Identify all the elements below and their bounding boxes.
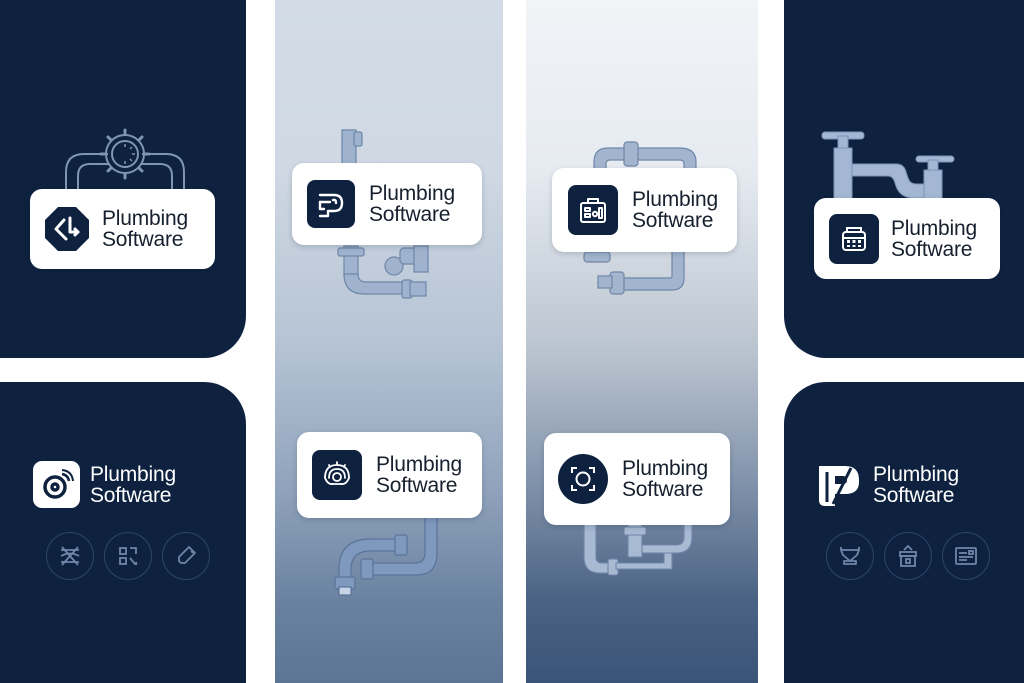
logo-line1: Plumbing: [622, 457, 708, 480]
logo-line1: Plumbing: [90, 462, 176, 486]
logo-5[interactable]: Plumbing Software: [33, 461, 176, 508]
logo-wordmark: Plumbing Software: [622, 458, 708, 500]
gauge-icon: [312, 450, 362, 500]
qr-wrench-icon[interactable]: [104, 532, 152, 580]
drain-trap-illustration-icon: [583, 523, 693, 576]
pipes-cross-icon[interactable]: [46, 532, 94, 580]
logo-line1: Plumbing: [632, 188, 718, 211]
panel-top-left: [0, 0, 246, 358]
wrench-icon[interactable]: [162, 532, 210, 580]
logo-line1: Plumbing: [873, 463, 959, 486]
calendar-icon: [829, 213, 879, 264]
logo-wordmark: Plumbing Software: [90, 464, 176, 506]
logo-line2: Software: [632, 209, 714, 232]
logo-card-2[interactable]: Plumbing Software: [292, 163, 482, 245]
toolbox-icon: [568, 185, 618, 235]
logo-line1: Plumbing: [376, 453, 462, 476]
logo-line1: Plumbing: [102, 207, 188, 230]
feature-icon-row: [46, 532, 210, 580]
logo-card-7[interactable]: Plumbing Software: [544, 433, 730, 525]
logo-line2: Software: [622, 478, 704, 501]
logo-wordmark: Plumbing Software: [376, 454, 462, 496]
logo-line2: Software: [90, 483, 172, 507]
logo-card-3[interactable]: Plumbing Software: [552, 168, 737, 252]
logo-line2: Software: [873, 484, 955, 507]
invoice-icon[interactable]: [942, 532, 990, 580]
logo-card-1[interactable]: Plumbing Software: [30, 189, 215, 269]
faucet-pipes-illustration-icon: [821, 131, 955, 203]
logo-wordmark: Plumbing Software: [102, 208, 188, 250]
focus-ring-icon: [558, 454, 608, 504]
logo-line2: Software: [891, 237, 973, 261]
basket-icon[interactable]: [826, 532, 874, 580]
logo-wordmark: Plumbing Software: [632, 189, 718, 231]
storefront-icon[interactable]: [884, 532, 932, 580]
logo-card-4[interactable]: Plumbing Software: [814, 198, 1000, 279]
signal-ring-icon: [33, 461, 80, 508]
logo-wordmark: Plumbing Software: [873, 464, 959, 506]
logo-wordmark: Plumbing Software: [369, 183, 455, 225]
pipe-p-icon: [307, 180, 355, 228]
gear-pipe-outline-icon: [65, 128, 185, 192]
logo-line1: Plumbing: [891, 216, 977, 240]
elbow-pipes-illustration-icon: [334, 515, 438, 596]
logo-line2: Software: [376, 474, 458, 497]
logo-line1: Plumbing: [369, 182, 455, 205]
logo-line2: Software: [369, 203, 451, 226]
logo-card-6[interactable]: Plumbing Software: [297, 432, 482, 518]
logo-8[interactable]: Plumbing Software: [815, 462, 959, 508]
feature-icon-row: [826, 532, 990, 580]
p-monogram-icon: [819, 466, 859, 506]
logo-wordmark: Plumbing Software: [891, 218, 977, 260]
octagon-arrow-icon: [45, 207, 89, 251]
logo-line2: Software: [102, 228, 184, 251]
